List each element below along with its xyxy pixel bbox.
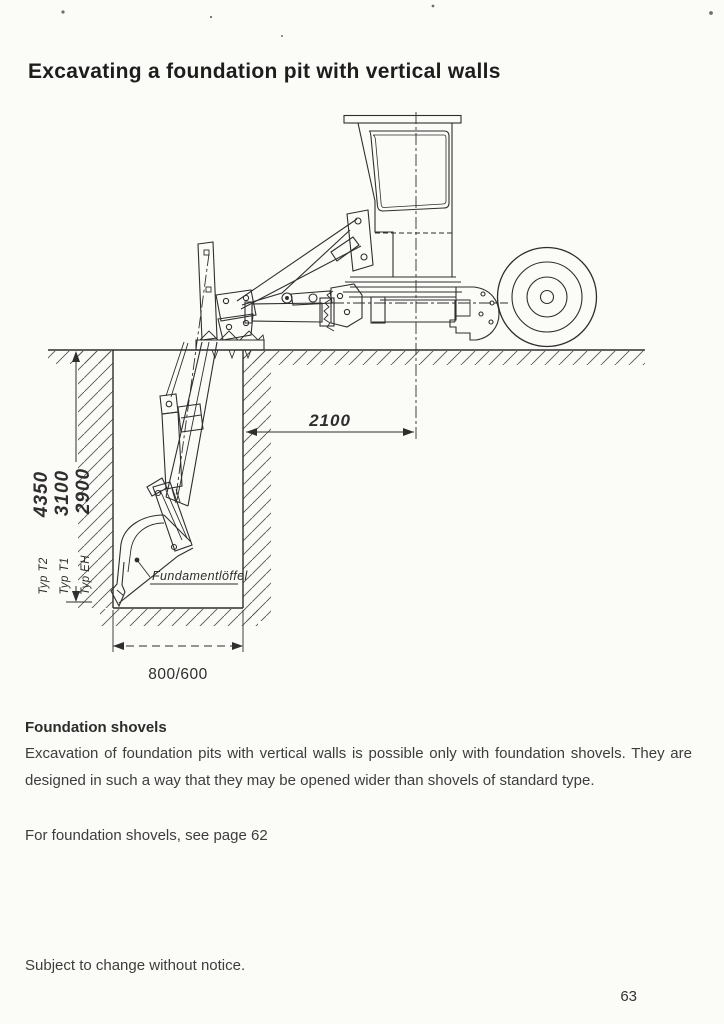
excavator-drawing: 4350 3100 2900 Typ T2 Typ T1 Typ EH 2100… [31,4,713,683]
body-paragraph: Excavation of foundation pits with verti… [25,745,692,789]
foundation-bucket [110,514,194,608]
scan-specks [61,4,713,37]
typ-t1-label: Typ T1 [59,557,71,594]
cab [343,114,462,278]
chassis [370,296,456,324]
turntable [343,276,462,298]
dimension-depth-labels: 4350 3100 2900 Typ T2 Typ T1 Typ EH [31,468,94,595]
bucket-linkage [146,477,193,552]
bucket-callout: Fundamentlöffel [134,557,248,585]
typ-t2-label: Typ T2 [38,557,50,595]
dimension-2100: 2100 [246,411,414,436]
page-number: 63 [620,988,637,1005]
pivot-mast [197,241,257,341]
section-heading: Foundation shovels [25,719,167,736]
dim-2100-label: 2100 [308,411,351,430]
bucket-label: Fundamentlöffel [152,569,248,583]
dim-2900-label: 2900 [73,468,94,515]
dim-800-600-label: 800/600 [148,666,208,683]
reference-line: For foundation shovels, see page 62 [25,827,268,844]
push-cylinder [244,283,363,332]
dim-3100-label: 3100 [52,470,73,516]
mast-arm [165,341,218,507]
excavator-machine [110,112,598,608]
centerlines [175,112,508,497]
technical-diagram: 4350 3100 2900 Typ T2 Typ T1 Typ EH 2100… [31,4,713,683]
dimension-pit-width: 800/600 [112,610,244,683]
typ-eh-label: Typ EH [80,555,92,595]
page-title: Excavating a foundation pit with vertica… [28,60,501,84]
axle-bracket [449,286,500,341]
footer-note: Subject to change without notice. [25,957,246,974]
dimension-depth [66,351,92,603]
dim-4350-label: 4350 [31,471,52,518]
wheel [496,246,598,348]
boom [236,209,374,310]
earth-hatching [48,351,645,626]
pit-outline [48,349,645,609]
